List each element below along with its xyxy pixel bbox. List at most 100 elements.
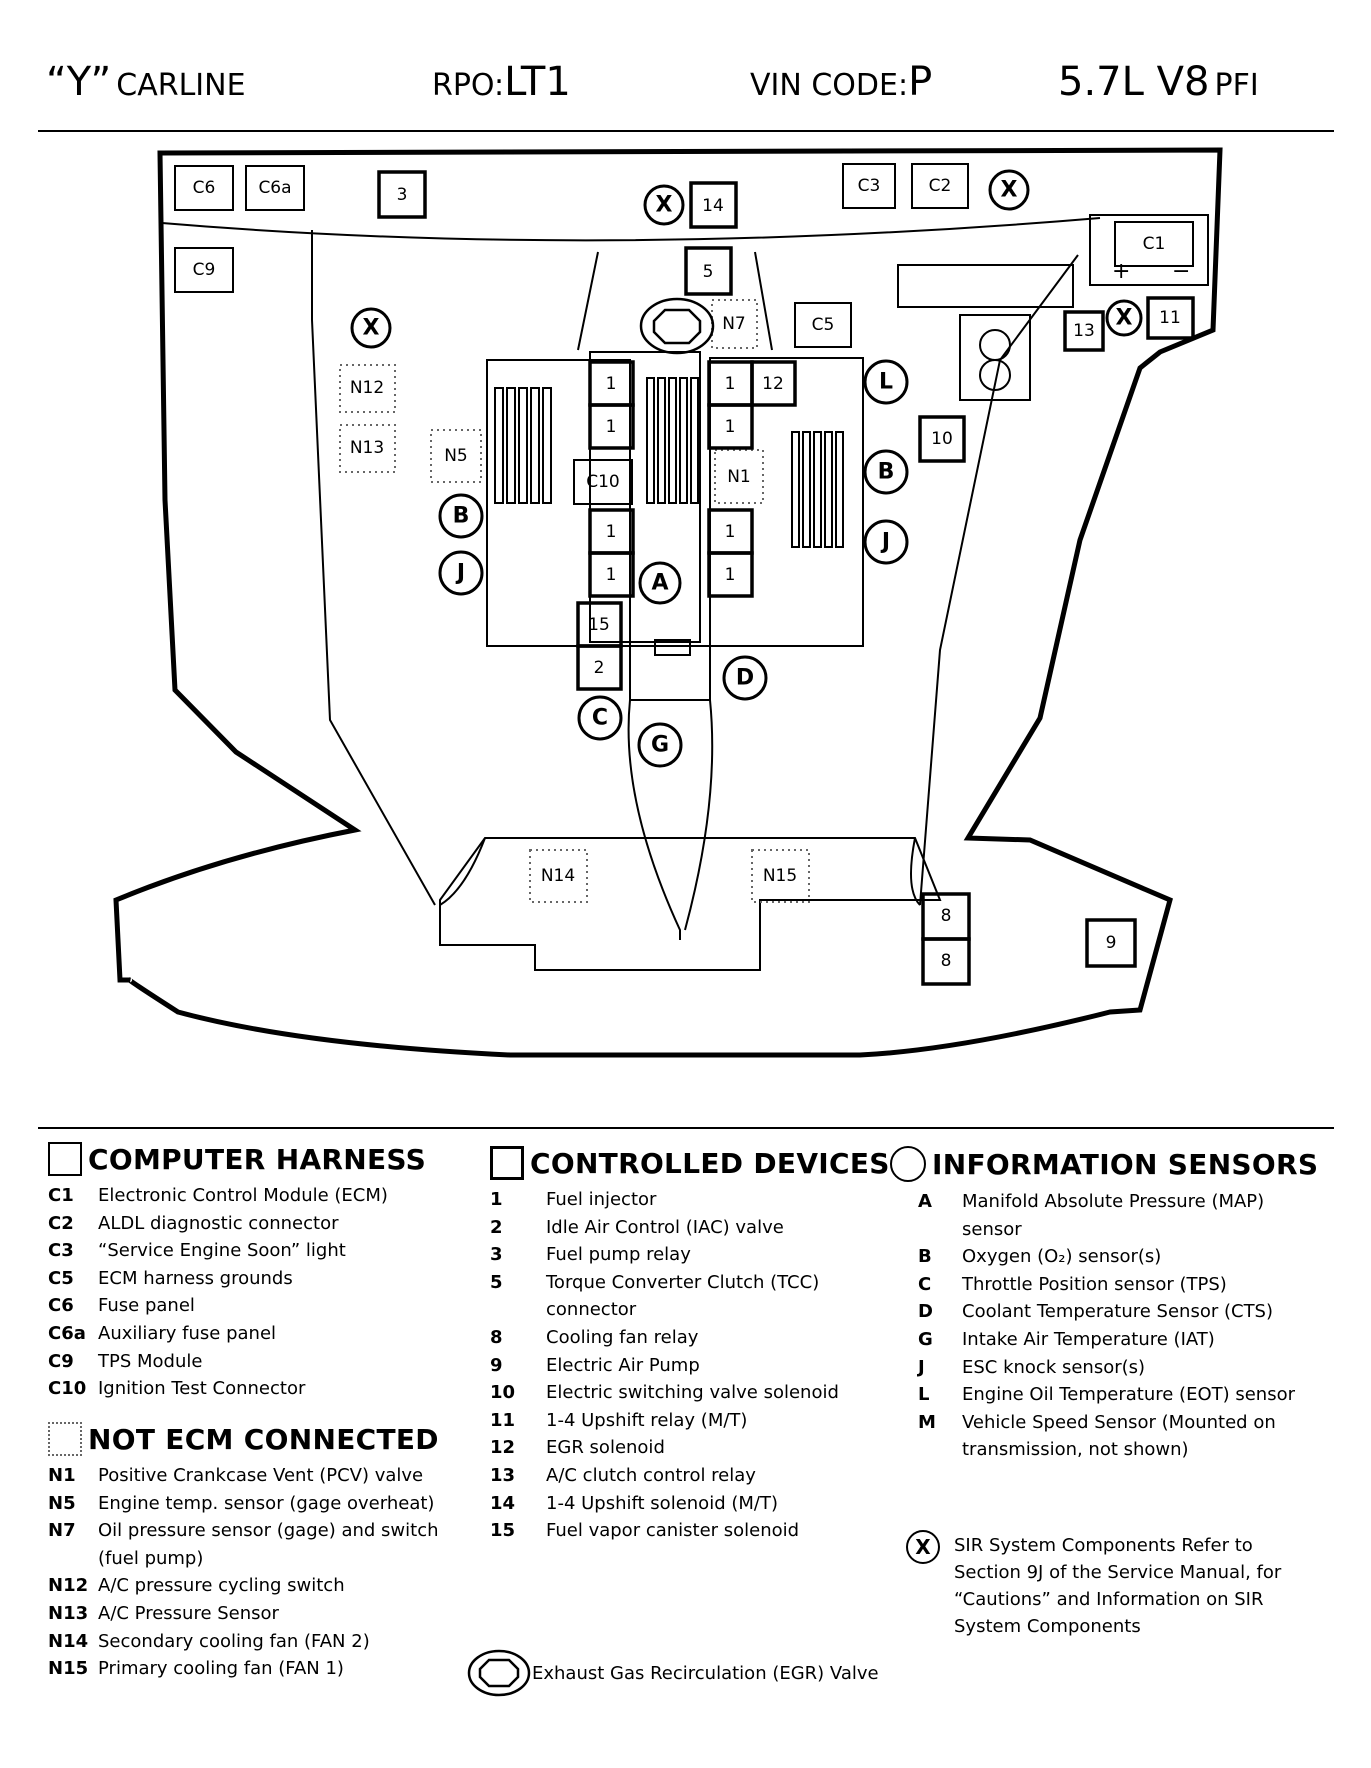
label-n13: N13 [350, 438, 384, 458]
label-14: 14 [702, 196, 724, 216]
label-11: 11 [1159, 308, 1181, 328]
sensor-x: X [1001, 178, 1018, 203]
device-boxes [377, 170, 1195, 986]
sensor-j: J [455, 561, 465, 586]
sensor-g: G [651, 733, 669, 758]
not-ecm-title: NOT ECM CONNECTED [48, 1422, 468, 1456]
label-8: 8 [941, 906, 952, 926]
label-c1: C1 [1143, 234, 1166, 254]
label-8: 8 [941, 951, 952, 971]
ac-accumulator [959, 314, 1031, 401]
label-c6a: C6a [258, 178, 291, 198]
label-1: 1 [725, 522, 736, 542]
harness-boxes [174, 163, 1194, 505]
carline-label: “Y” CARLINE [46, 59, 246, 105]
fan-shroud [439, 837, 921, 906]
list-item: C3“Service Engine Soon” light [48, 1240, 346, 1262]
sensor-circles [350, 169, 1143, 768]
egr-valve-legend-icon [467, 1649, 531, 1697]
battery [1089, 214, 1209, 286]
manifold-fins [494, 377, 844, 548]
transmission-tunnel [627, 699, 714, 940]
sensor-b: B [878, 460, 895, 485]
label-15: 15 [588, 615, 610, 635]
controlled-devices-title: CONTROLLED DEVICES [490, 1146, 890, 1180]
label-c2: C2 [929, 176, 952, 196]
not-ecm-box-icon [48, 1422, 82, 1456]
intake-manifold [589, 351, 701, 643]
sensor-l: L [879, 370, 893, 395]
egr-valve-icon [639, 297, 715, 355]
label-n7: N7 [722, 314, 746, 334]
sensor-x: X [363, 316, 380, 341]
left-fender-line [311, 230, 436, 906]
throttle-body [629, 639, 711, 701]
engine-label: 5.7L V8 PFI [1058, 59, 1259, 105]
cowl-line [161, 217, 1101, 242]
compartment-outline [113, 147, 1223, 1058]
label-n14: N14 [541, 866, 575, 886]
label-n1: N1 [727, 467, 751, 487]
sensor-circle-icon [890, 1146, 926, 1182]
label-10: 10 [931, 429, 953, 449]
legend-rule [38, 1127, 1334, 1129]
label-3: 3 [397, 185, 408, 205]
label-12: 12 [762, 374, 784, 394]
vin-code-label: VIN CODE:P [750, 59, 933, 105]
label-c9: C9 [193, 260, 216, 280]
label-1: 1 [606, 374, 617, 394]
sensor-a: A [651, 571, 668, 596]
label-2: 2 [594, 658, 605, 678]
rpo-label: RPO:LT1 [432, 59, 571, 105]
computer-harness-title: COMPUTER HARNESS [48, 1142, 426, 1176]
sensor-b: B [453, 504, 470, 529]
egr-note: Exhaust Gas Recirculation (EGR) Valve [466, 1648, 879, 1698]
label-13: 13 [1073, 321, 1095, 341]
label-1: 1 [725, 565, 736, 585]
label-n12: N12 [350, 378, 384, 398]
label-1: 1 [725, 417, 736, 437]
battery-minus-label: − [1172, 259, 1190, 284]
right-fender-line [919, 254, 1079, 906]
information-sensors-title: INFORMATION SENSORS [890, 1146, 1318, 1182]
label-1: 1 [606, 565, 617, 585]
label-1: 1 [606, 417, 617, 437]
sensor-x: X [656, 193, 673, 218]
sensor-c: C [592, 706, 608, 731]
sir-note: X SIR System Components Refer to Section… [906, 1530, 1294, 1640]
device-box-icon [490, 1146, 524, 1180]
label-5: 5 [703, 262, 714, 282]
engine-compartment-diagram: + − C6 C6a C9 C3 C2 C1 C5 C10 N12 N13 N5… [113, 147, 1223, 1058]
header-rule [38, 130, 1334, 132]
